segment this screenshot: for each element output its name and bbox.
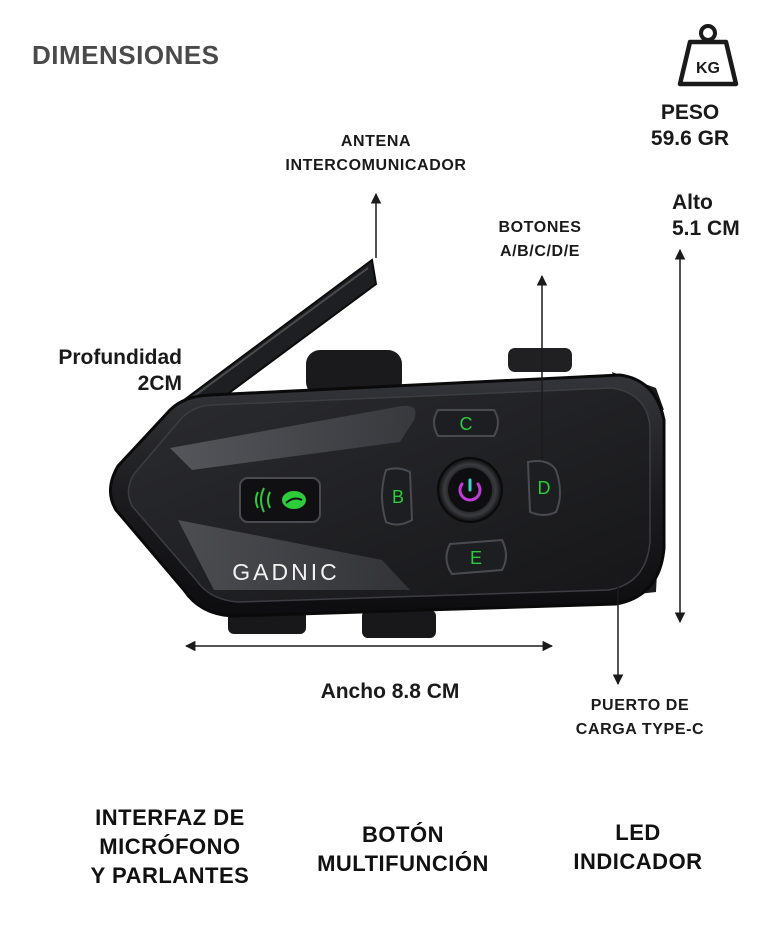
button-b: B	[381, 467, 414, 526]
feature-3-line-2: INDICADOR	[573, 849, 703, 874]
top-button-nub	[508, 348, 572, 372]
height-line-1: Alto	[672, 191, 713, 214]
weight-label: PESO 59.6 GR	[620, 100, 760, 152]
antenna-label: ANTENA INTERCOMUNICADOR	[266, 130, 486, 178]
width-label: Ancho 8.8 CM	[320, 680, 460, 703]
feature-1-line-2: MICRÓFONO	[99, 834, 241, 859]
weight-line-2: 59.6 GR	[650, 127, 730, 150]
buttons-line-2: A/B/C/D/E	[499, 243, 581, 260]
feature-mic-speaker: INTERFAZ DE MICRÓFONO Y PARLANTES	[40, 803, 300, 890]
multifunction-button	[437, 457, 503, 523]
weight-icon-text: KG	[696, 60, 720, 77]
buttons-line-1: BOTONES	[498, 219, 582, 236]
feature-3-line-1: LED	[615, 820, 661, 845]
charging-line-2: CARGA TYPE-C	[575, 721, 705, 738]
weight-line-1: PESO	[660, 101, 720, 124]
button-d: D	[526, 460, 561, 516]
mic-speaker-interface	[239, 477, 321, 523]
feature-2-line-1: BOTÓN	[362, 822, 444, 847]
feature-multifunction: BOTÓN MULTIFUNCIÓN	[290, 820, 516, 878]
antenna-line-1: ANTENA	[340, 133, 412, 150]
feature-led: LED INDICADOR	[540, 818, 736, 876]
feature-2-line-2: MULTIFUNCIÓN	[317, 851, 489, 876]
led-indicator	[458, 482, 482, 502]
depth-line-2: 2CM	[137, 372, 182, 395]
button-e: E	[445, 538, 507, 576]
charging-line-1: PUERTO DE	[590, 697, 690, 714]
button-b-label: B	[392, 487, 404, 507]
button-e-label: E	[470, 548, 482, 568]
bottom-nub-center	[362, 610, 436, 638]
depth-label: Profundidad 2CM	[14, 345, 182, 397]
charging-label: PUERTO DE CARGA TYPE-C	[550, 694, 730, 742]
button-d-label: D	[538, 478, 551, 498]
weight-kg-icon: KG	[677, 24, 739, 87]
button-c: C	[433, 409, 499, 437]
brand-logo: GADNIC	[232, 559, 339, 585]
height-line-2: 5.1 CM	[672, 217, 740, 240]
buttons-label: BOTONES A/B/C/D/E	[470, 216, 610, 264]
page-title: DIMENSIONES	[32, 40, 220, 70]
feature-1-line-3: Y PARLANTES	[90, 863, 250, 888]
button-c-label: C	[460, 414, 473, 434]
height-label: Alto 5.1 CM	[672, 190, 764, 242]
depth-line-1: Profundidad	[58, 346, 182, 369]
top-clip-nub	[306, 350, 402, 396]
feature-1-line-1: INTERFAZ DE	[95, 805, 245, 830]
antenna-line-2: INTERCOMUNICADOR	[285, 157, 467, 174]
